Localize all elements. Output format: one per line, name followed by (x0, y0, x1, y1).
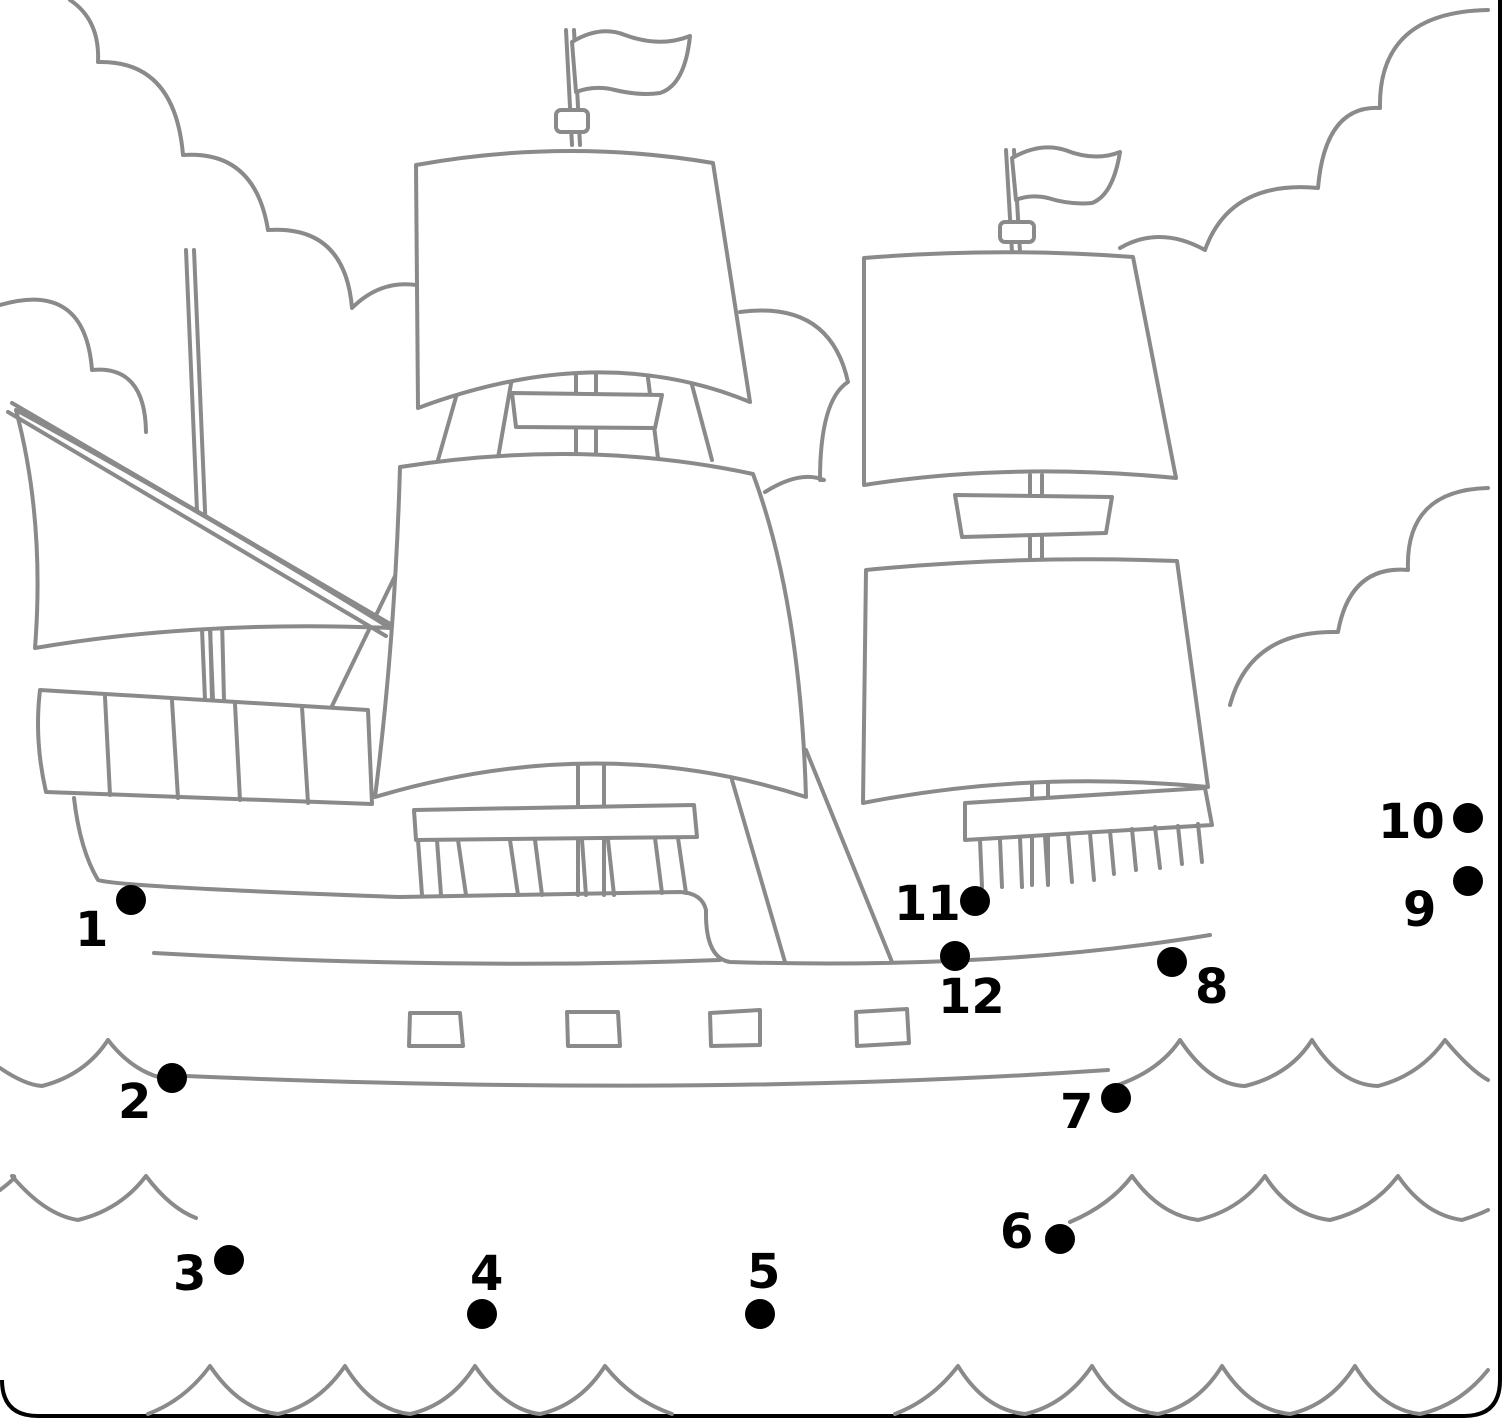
hull-portholes (407, 1007, 911, 1048)
dot-label-10: 10 (1378, 794, 1445, 850)
wave-middle-left (0, 1173, 198, 1222)
dot-label-2: 2 (118, 1074, 151, 1130)
dot-label-9: 9 (1403, 882, 1436, 938)
cloud-top-right (1118, 8, 1490, 252)
dot-7[interactable]: 7 (1060, 1083, 1131, 1140)
dot-3[interactable]: 3 (173, 1245, 244, 1302)
rear-mast-lower (208, 618, 226, 702)
hull-waterline (152, 951, 722, 966)
stern-railing (36, 688, 374, 806)
wave-bottom-left (146, 1364, 674, 1416)
ship (6, 28, 1214, 1088)
front-top-sail (862, 250, 1178, 487)
quarterdeck-rail (412, 803, 699, 842)
dot-11[interactable]: 11 (894, 876, 990, 932)
dot-label-11: 11 (894, 876, 961, 932)
front-mast-band (998, 220, 1036, 244)
dot-2[interactable]: 2 (118, 1063, 187, 1130)
main-lower-sail (373, 452, 808, 799)
lateen-yard (6, 401, 394, 638)
quarterdeck-posts (416, 836, 688, 897)
wave-bottom-right (893, 1364, 1490, 1416)
clouds (0, 0, 1490, 707)
front-lower-sail (861, 557, 1210, 805)
cloud-right (1228, 486, 1490, 707)
dot-label-7: 7 (1060, 1084, 1093, 1140)
dot-8[interactable]: 8 (1157, 947, 1228, 1015)
dot-9[interactable]: 9 (1403, 866, 1483, 938)
bow-deck (963, 786, 1214, 842)
dot-12[interactable]: 12 (938, 941, 1005, 1025)
dot-label-5: 5 (747, 1244, 780, 1300)
dot-label-4: 4 (470, 1246, 503, 1302)
wave-upper-right (1116, 1038, 1490, 1088)
dot-label-1: 1 (75, 902, 108, 958)
dot-4[interactable]: 4 (467, 1246, 503, 1329)
waves (0, 1038, 1490, 1416)
dot-6[interactable]: 6 (1000, 1204, 1075, 1260)
rigging-lower (330, 572, 894, 964)
front-crows-nest (953, 493, 1114, 539)
dot-label-3: 3 (173, 1246, 206, 1302)
rigging-main (436, 376, 714, 462)
dot-10[interactable]: 10 (1378, 794, 1483, 850)
cloud-left (0, 297, 148, 434)
hull-bottom (184, 1068, 1110, 1088)
dot-label-12: 12 (938, 969, 1005, 1025)
cloud-top-left (68, 0, 418, 310)
numbered-dots: 1 2 3 4 5 6 7 8 (75, 794, 1483, 1329)
main-crows-nest (510, 391, 664, 430)
main-top-sail (414, 149, 752, 410)
wave-middle-right (1068, 1174, 1490, 1224)
wave-upper-left (0, 1038, 174, 1088)
dot-5[interactable]: 5 (745, 1244, 780, 1329)
main-flag (570, 29, 692, 96)
cloud-middle (738, 308, 850, 494)
dot-label-6: 6 (1000, 1204, 1033, 1260)
dot-1[interactable]: 1 (75, 885, 146, 958)
stern-railing-posts (103, 695, 310, 805)
dot-label-8: 8 (1195, 959, 1228, 1015)
front-flag (1010, 145, 1122, 206)
main-mast-band (554, 108, 590, 134)
bow-deck-posts (978, 822, 1204, 889)
